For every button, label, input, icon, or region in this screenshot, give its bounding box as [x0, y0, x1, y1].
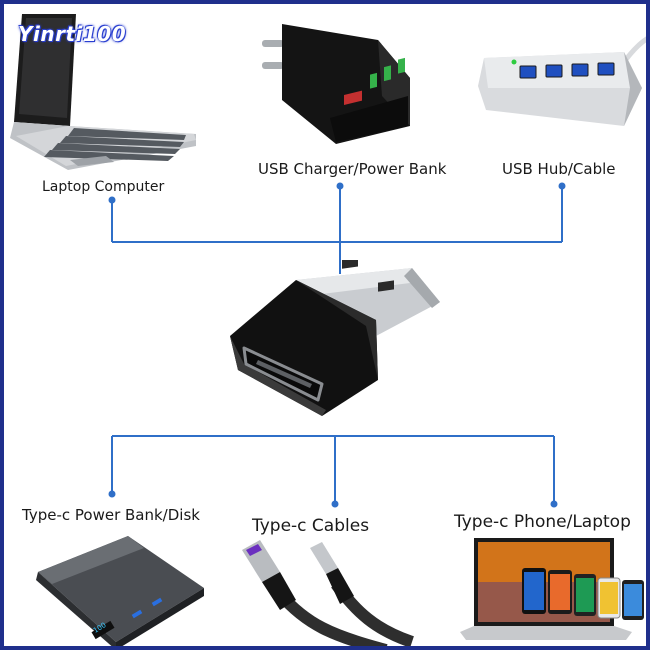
power-bank-icon — [36, 536, 204, 646]
usb-to-type-c-adapter-icon — [230, 260, 440, 416]
label-laptop-computer: Laptop Computer — [42, 179, 165, 195]
label-type-c-power-bank: Type-c Power Bank/Disk — [22, 506, 200, 524]
connector-dot-laptop — [108, 196, 116, 204]
connector-dot-hub — [558, 182, 566, 190]
label-usb-hub: USB Hub/Cable — [502, 160, 616, 178]
watermark: Yinrti100 — [18, 22, 127, 46]
laptop-icon — [10, 14, 196, 170]
type-c-cable-icon — [242, 540, 414, 646]
usb-hub-icon — [478, 36, 646, 126]
connector-dot-powerbank — [108, 490, 116, 498]
connector-dot-charger — [336, 182, 344, 190]
label-type-c-phone-laptop: Type-c Phone/Laptop — [454, 512, 631, 532]
label-usb-charger: USB Charger/Power Bank — [258, 160, 447, 178]
connector-lines — [108, 182, 566, 508]
phones-laptop-icon — [460, 538, 644, 640]
label-type-c-cables: Type-c Cables — [252, 516, 370, 536]
usb-charger-icon — [262, 24, 410, 144]
connector-dot-phone — [550, 500, 558, 508]
connector-dot-cable — [331, 500, 339, 508]
